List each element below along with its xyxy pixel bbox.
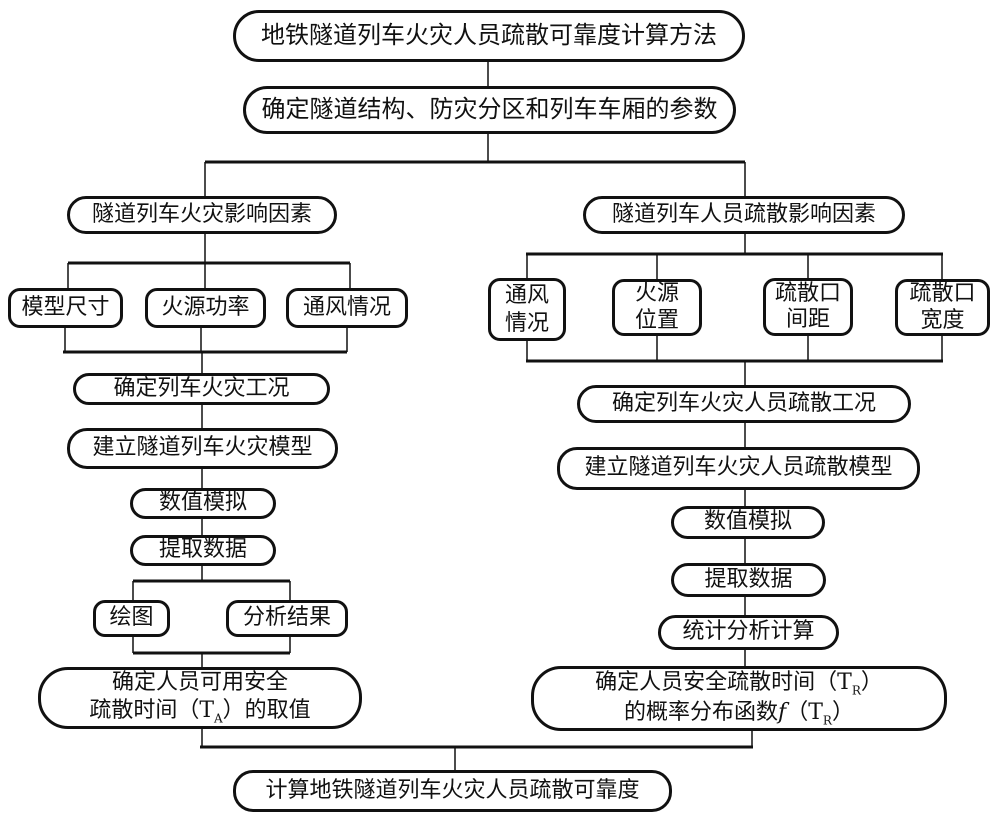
left-item-text: 模型尺寸: [21, 294, 110, 320]
item-line: 宽度: [920, 307, 965, 333]
title-box: 地铁隧道列车火灾人员疏散可靠度计算方法: [233, 10, 745, 62]
left-item-box: 模型尺寸: [8, 288, 123, 328]
text: 疏散时间（T: [89, 698, 214, 724]
left-item-text: 火源功率: [161, 294, 250, 320]
right-factors-box: 隧道列车人员疏散影响因素: [583, 196, 905, 234]
text: 确定人员安全疏散时间（T: [595, 669, 852, 695]
right-factors-text: 隧道列车人员疏散影响因素: [611, 201, 876, 227]
right-result-box: 确定人员安全疏散时间（TR） 的概率分布函数f（TR）: [531, 666, 947, 731]
left-output-box: 分析结果: [226, 600, 348, 637]
function-symbol: f: [778, 699, 787, 725]
right-simulate-text: 数值模拟: [703, 509, 792, 535]
left-simulate-text: 数值模拟: [158, 490, 247, 516]
left-item-text: 通风情况: [302, 294, 391, 320]
left-condition-box: 确定列车火灾工况: [73, 373, 330, 405]
right-model-text: 建立隧道列车火灾人员疏散模型: [584, 455, 893, 481]
right-item-box: 疏散口宽度: [895, 279, 990, 336]
final-text: 计算地铁隧道列车火灾人员疏散可靠度: [265, 777, 640, 803]
text: ）的取值: [222, 698, 311, 724]
left-factors-text: 隧道列车火灾影响因素: [91, 201, 312, 227]
item-line: 通风: [504, 283, 549, 308]
right-extract-text: 提取数据: [704, 566, 793, 592]
right-item-box: 通风情况: [488, 278, 566, 341]
item-line: 情况: [504, 310, 549, 336]
left-result-line2: 疏散时间（TA）的取值: [89, 697, 310, 727]
item-line: 火源: [634, 281, 679, 307]
left-extract-text: 提取数据: [158, 537, 247, 563]
left-output-box: 绘图: [93, 600, 170, 637]
text: ）: [860, 669, 883, 695]
text: ）: [831, 699, 854, 725]
final-box: 计算地铁隧道列车火灾人员疏散可靠度: [233, 770, 672, 812]
left-factors-box: 隧道列车火灾影响因素: [67, 196, 337, 234]
params-text: 确定隧道结构、防灾分区和列车车厢的参数: [261, 95, 718, 124]
subscript: R: [851, 682, 861, 697]
item-line: 疏散口: [909, 281, 976, 307]
right-simulate-box: 数值模拟: [671, 506, 825, 539]
left-output-text: 分析结果: [242, 605, 331, 631]
right-stats-box: 统计分析计算: [658, 615, 839, 650]
right-result-line1: 确定人员安全疏散时间（TR）: [595, 669, 883, 699]
subscript: A: [214, 711, 223, 726]
left-model-box: 建立隧道列车火灾模型: [67, 428, 338, 469]
left-result-line1: 确定人员可用安全: [111, 669, 288, 695]
item-line: 间距: [785, 307, 830, 332]
right-extract-box: 提取数据: [671, 563, 826, 597]
left-extract-box: 提取数据: [130, 535, 276, 566]
text: （T: [786, 699, 823, 725]
right-condition-text: 确定列车火灾人员疏散工况: [611, 390, 876, 416]
left-simulate-box: 数值模拟: [130, 488, 276, 519]
right-result-line2: 的概率分布函数f（TR）: [624, 699, 854, 729]
left-condition-text: 确定列车火灾工况: [113, 375, 290, 401]
left-output-text: 绘图: [109, 605, 154, 631]
right-item-box: 火源位置: [612, 279, 702, 336]
right-condition-box: 确定列车火灾人员疏散工况: [577, 385, 911, 423]
right-item-box: 疏散口间距: [763, 278, 853, 336]
right-model-box: 建立隧道列车火灾人员疏散模型: [557, 447, 920, 490]
item-line: 位置: [634, 307, 679, 333]
item-line: 疏散口: [774, 280, 841, 306]
left-model-text: 建立隧道列车火灾模型: [92, 435, 313, 461]
text: 的概率分布函数: [624, 699, 779, 725]
right-stats-text: 统计分析计算: [682, 619, 815, 645]
title-text: 地铁隧道列车火灾人员疏散可靠度计算方法: [261, 21, 717, 50]
left-item-box: 通风情况: [286, 288, 408, 328]
left-item-box: 火源功率: [145, 288, 266, 328]
left-result-box: 确定人员可用安全 疏散时间（TA）的取值: [38, 667, 362, 729]
subscript: R: [822, 712, 832, 727]
params-box: 确定隧道结构、防灾分区和列车车厢的参数: [243, 86, 736, 134]
